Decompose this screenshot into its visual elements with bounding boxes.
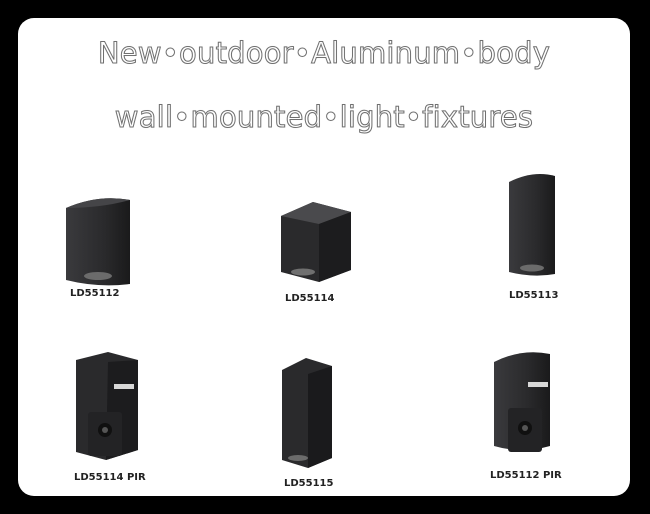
- tall-rounded-wall-light-image: [509, 174, 555, 276]
- product-label: LD55112 PIR: [490, 470, 562, 481]
- product-sheet: New•outdoor•Aluminum•body wall•mounted•l…: [18, 18, 630, 496]
- product-ld55114-pir: LD55114 PIR: [68, 350, 178, 490]
- product-label: LD55115: [284, 478, 334, 489]
- product-ld55113: LD55113: [503, 170, 603, 310]
- sensor-square-wall-light-image: [76, 352, 138, 460]
- product-label: LD55113: [509, 290, 559, 301]
- sensor-rounded-wall-light-image: [494, 352, 550, 452]
- tall-square-wall-light-image: [282, 358, 332, 468]
- product-ld55115: LD55115: [276, 354, 366, 494]
- product-ld55112-pir: LD55112 PIR: [486, 348, 596, 488]
- product-label: LD55114: [285, 293, 335, 304]
- heading-line-1: New•outdoor•Aluminum•body: [97, 36, 551, 71]
- product-label: LD55114 PIR: [74, 472, 146, 483]
- square-wall-light-image: [281, 202, 351, 282]
- product-label: LD55112: [70, 288, 120, 299]
- product-ld55114: LD55114: [273, 198, 373, 328]
- rounded-wall-light-image: [66, 198, 130, 286]
- heading-line-2: wall•mounted•light•fixtures: [114, 100, 534, 135]
- product-ld55112: LD55112: [58, 188, 158, 318]
